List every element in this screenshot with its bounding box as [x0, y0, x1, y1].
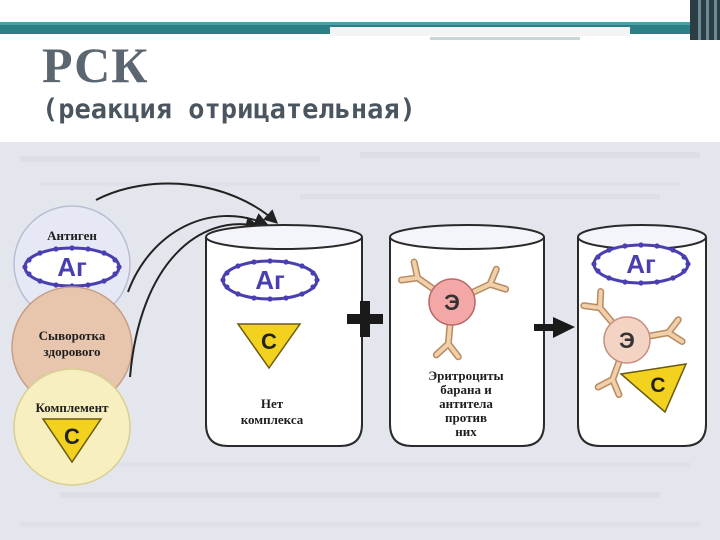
- tube1-label-line2: комплекса: [241, 412, 304, 427]
- antigen-symbol-text: Аг: [57, 252, 87, 282]
- antigen-circle-label: Антиген: [47, 228, 97, 243]
- complement-circle-label: Комплемент: [36, 400, 110, 415]
- tube-1: Аг С Нет комплекса: [206, 225, 362, 446]
- erythrocyte-symbol-text: Э: [444, 290, 460, 315]
- tube2-label-line3: антитела: [439, 396, 493, 411]
- complement-symbol-text: С: [261, 329, 277, 354]
- serum-label-line1: Сыворотка: [39, 328, 106, 343]
- tube2-label-line4: против: [445, 410, 487, 425]
- diagram-canvas: Антиген Аг Сыворотка здорового Комплемен…: [0, 142, 720, 540]
- antigen-symbol-text: Аг: [255, 265, 285, 295]
- tube2-label-line5: них: [455, 424, 477, 439]
- antigen-symbol-text: Аг: [626, 249, 656, 279]
- complement-circle: Комплемент С: [14, 369, 130, 485]
- slide-subtitle: (реакция отрицательная): [42, 96, 416, 123]
- tube2-label-line1: Эритроциты: [428, 368, 503, 383]
- rsk-diagram: Антиген Аг Сыворотка здорового Комплемен…: [0, 142, 720, 540]
- complement-symbol-text: С: [64, 424, 80, 449]
- erythrocyte-symbol-text: Э: [619, 328, 635, 353]
- serum-label-line2: здорового: [44, 344, 101, 359]
- tube-3: Аг Э С: [578, 225, 706, 446]
- top-decor-bar: [0, 0, 720, 40]
- tube1-label-line1: Нет: [261, 396, 284, 411]
- tube2-label-line2: барана и: [440, 382, 492, 397]
- complement-symbol-text: С: [650, 374, 665, 397]
- slide-title: РСК: [42, 40, 149, 90]
- tube-2: Э Эритроциты барана и антитела против ни…: [390, 225, 544, 446]
